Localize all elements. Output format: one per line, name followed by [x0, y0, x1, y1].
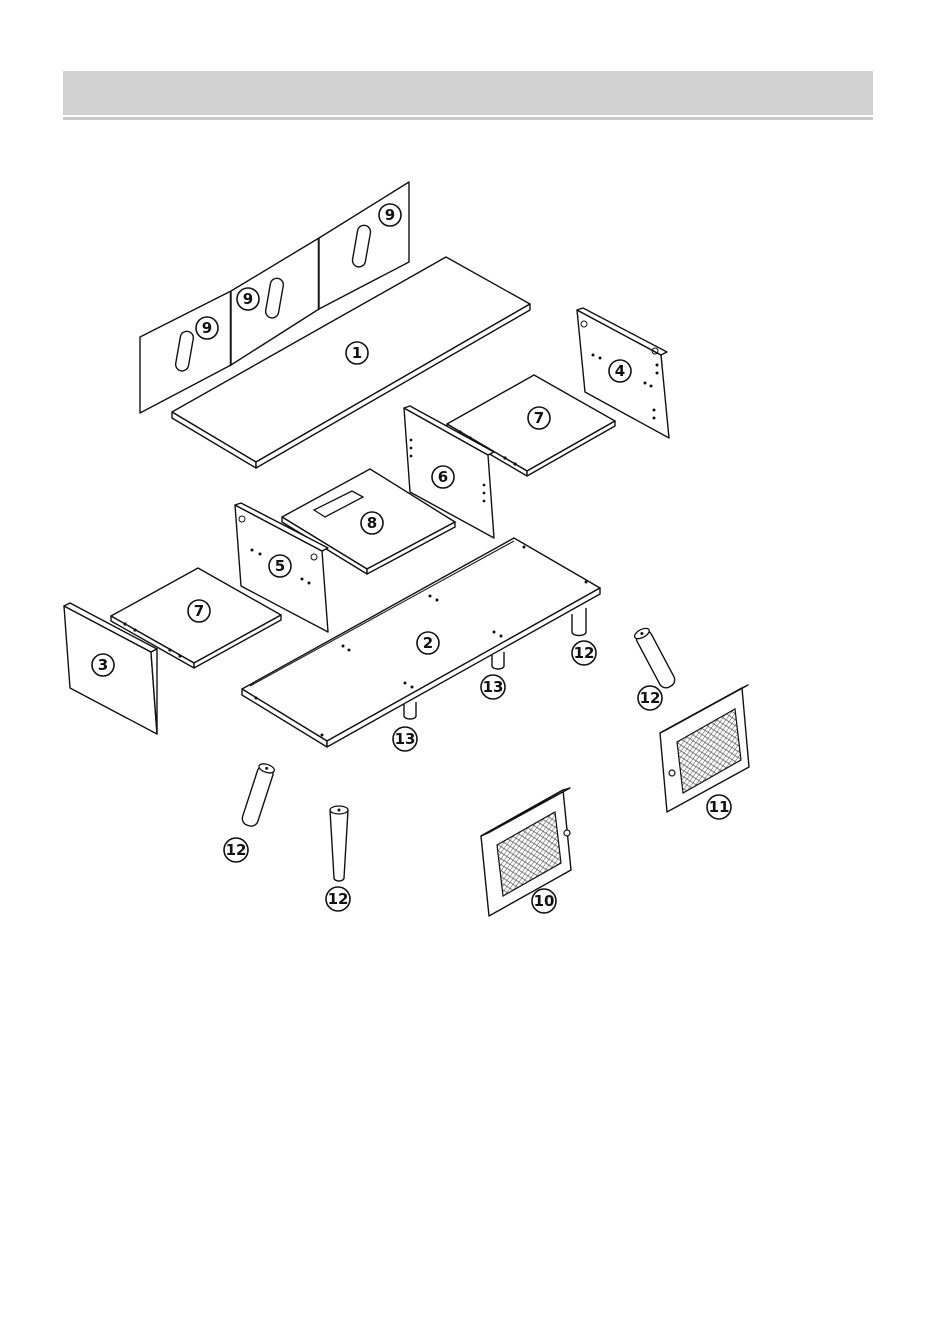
part-12-foot-under-board	[572, 608, 586, 636]
svg-text:8: 8	[367, 514, 377, 532]
part-label-12-under-board: 12	[572, 641, 596, 665]
part-label-9-left: 9	[196, 317, 218, 339]
svg-text:13: 13	[395, 730, 416, 748]
part-label-8: 8	[361, 512, 383, 534]
part-label-4: 4	[609, 360, 631, 382]
part-11-door	[660, 685, 749, 812]
part-label-10: 10	[532, 889, 556, 913]
part-label-9-middle: 9	[237, 288, 259, 310]
svg-text:5: 5	[275, 557, 285, 575]
svg-text:13: 13	[483, 678, 504, 696]
svg-text:3: 3	[98, 656, 108, 674]
part-label-12-left-leg: 12	[224, 838, 248, 862]
svg-text:12: 12	[640, 689, 661, 707]
part-label-13-right: 13	[481, 675, 505, 699]
svg-text:7: 7	[194, 602, 204, 620]
svg-text:6: 6	[438, 468, 448, 486]
svg-text:4: 4	[615, 362, 625, 380]
svg-text:12: 12	[574, 644, 595, 662]
svg-text:10: 10	[534, 892, 555, 910]
part-label-5: 5	[269, 555, 291, 577]
part-10-door	[481, 788, 571, 916]
svg-text:7: 7	[534, 409, 544, 427]
svg-text:9: 9	[202, 319, 212, 337]
svg-text:11: 11	[709, 798, 730, 816]
svg-text:12: 12	[328, 890, 349, 908]
svg-text:9: 9	[243, 290, 253, 308]
part-label-11: 11	[707, 795, 731, 819]
part-label-12-center-leg: 12	[326, 887, 350, 911]
svg-text:12: 12	[226, 841, 247, 859]
svg-text:2: 2	[423, 634, 433, 652]
part-label-2: 2	[417, 632, 439, 654]
part-label-12-right-leg: 12	[638, 686, 662, 710]
part-label-7-right: 7	[528, 407, 550, 429]
part-label-1: 1	[346, 342, 368, 364]
svg-text:1: 1	[352, 344, 362, 362]
part-label-3: 3	[92, 654, 114, 676]
svg-text:9: 9	[385, 206, 395, 224]
part-label-9-right: 9	[379, 204, 401, 226]
part-label-6: 6	[432, 466, 454, 488]
part-label-7-left: 7	[188, 600, 210, 622]
part-label-13-left: 13	[393, 727, 417, 751]
